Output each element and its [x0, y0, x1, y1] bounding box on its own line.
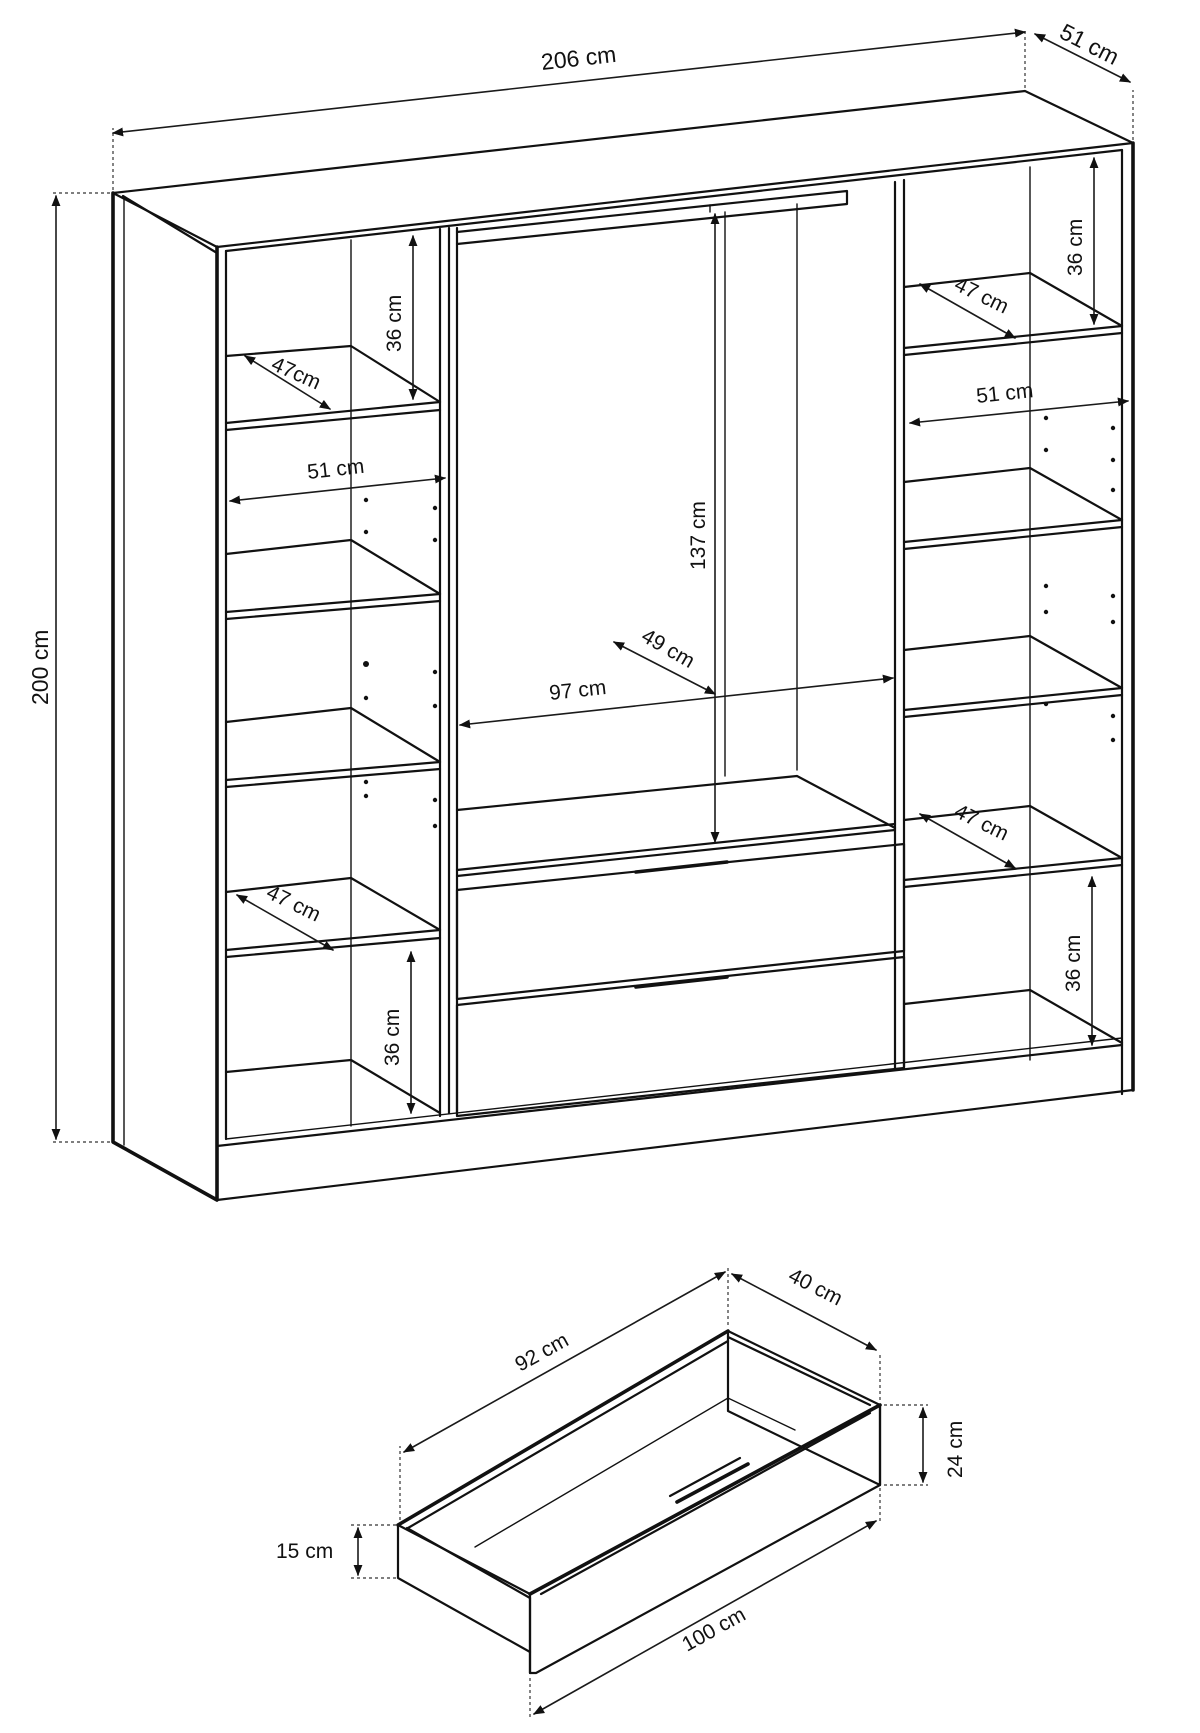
right-inner-width-dimension: 51 cm: [908, 379, 1130, 427]
wardrobe: 206 cm 51 cm 200 cm 36 cm 4: [27, 18, 1135, 1202]
right-top-shelf-depth-label: 47 cm: [951, 273, 1012, 319]
drawer-front-upper: [455, 842, 906, 1001]
drawer-body: [396, 1329, 882, 1675]
width-label: 206 cm: [540, 41, 618, 75]
left-top-gap-dimension: 36 cm: [383, 234, 418, 401]
right-bottom-gap-dimension: 36 cm: [1062, 875, 1097, 1047]
left-shelf-3: [224, 706, 442, 789]
center-depth-label: 49 cm: [638, 624, 699, 673]
left-shelf-bottom: [224, 1058, 442, 1115]
drawer-front-height-dimension: 24 cm: [884, 1404, 967, 1486]
drawer-front-height-label: 24 cm: [944, 1421, 967, 1478]
right-inner-width-label: 51 cm: [975, 379, 1034, 408]
right-shelf-2: [902, 466, 1124, 551]
center-height-label: 137 cm: [687, 501, 710, 570]
center-width-dimension: 97 cm: [458, 674, 895, 729]
center-height-dimension: 137 cm: [687, 212, 720, 844]
left-shelf-pin-holes: [363, 497, 438, 829]
height-label: 200 cm: [27, 630, 53, 705]
right-top-gap-label: 36 cm: [1064, 219, 1087, 276]
drawer-side-height-label: 15 cm: [276, 1540, 333, 1563]
height-dimension: 200 cm: [27, 192, 110, 1143]
left-lower-shelf-depth-dimension: 47 cm: [236, 881, 334, 951]
left-bottom-gap-label: 36 cm: [381, 1009, 404, 1066]
right-compartment: [902, 166, 1124, 1061]
right-shelf-1: [902, 271, 1124, 357]
width-dimension: 206 cm: [111, 28, 1027, 190]
center-depth-dimension: 49 cm: [613, 624, 716, 695]
drawer-front-length-label: 100 cm: [678, 1603, 749, 1657]
wardrobe-dimensions: 206 cm 51 cm 200 cm 36 cm 4: [27, 18, 1134, 1143]
right-shelf-4: [902, 804, 1124, 889]
right-shelf-3: [902, 634, 1124, 719]
right-top-gap-dimension: 36 cm: [1064, 156, 1099, 326]
center-width-label: 97 cm: [548, 676, 607, 705]
drawer-inner-length-label: 92 cm: [511, 1329, 572, 1377]
drawer-front-length-dimension: 100 cm: [529, 1488, 881, 1718]
right-lower-shelf-depth-label: 47 cm: [951, 800, 1012, 846]
left-shelf-1: [224, 344, 442, 432]
left-bottom-gap-dimension: 36 cm: [381, 950, 416, 1115]
left-shelf-2: [224, 538, 442, 621]
wardrobe-outer-body: [111, 89, 1135, 1202]
drawer-side-height-dimension: 15 cm: [276, 1524, 396, 1579]
drawer-dimensions: 92 cm 40 cm 24 cm 15 cm: [276, 1264, 967, 1718]
left-shelf-4: [224, 876, 442, 959]
left-inner-width-dimension: 51 cm: [228, 455, 447, 505]
left-lower-shelf-depth-label: 47 cm: [263, 881, 324, 927]
drawer-inner-depth-dimension: 40 cm: [731, 1264, 881, 1400]
depth-dimension: 51 cm: [1034, 18, 1134, 140]
hanging-rail: [455, 189, 849, 246]
drawer: 92 cm 40 cm 24 cm 15 cm: [276, 1264, 967, 1718]
right-bottom-gap-label: 36 cm: [1062, 935, 1085, 992]
drawer-front-lower: [455, 955, 906, 1118]
drawer-inner-depth-label: 40 cm: [785, 1264, 846, 1310]
drawer-inner-length-dimension: 92 cm: [399, 1268, 729, 1520]
right-shelf-bottom: [902, 988, 1124, 1045]
left-top-gap-label: 36 cm: [383, 295, 406, 352]
left-top-shelf-depth-dimension: 47cm: [244, 353, 331, 410]
left-inner-width-label: 51 cm: [306, 455, 365, 484]
